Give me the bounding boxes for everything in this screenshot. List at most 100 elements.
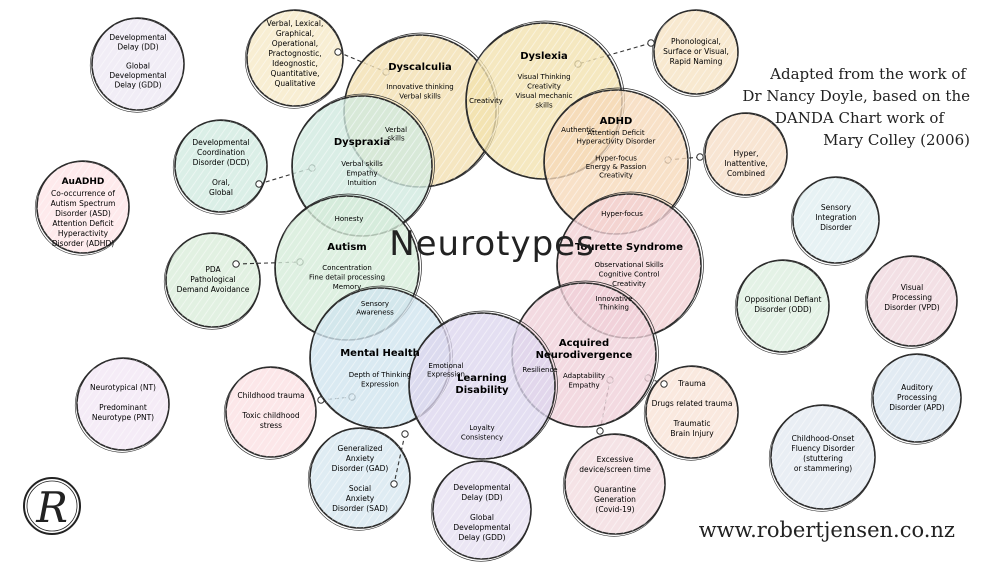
bubble-text: Quantitative,	[270, 69, 319, 78]
bubble-text: (stuttering	[803, 454, 843, 463]
bubble-hatch	[654, 10, 738, 94]
bubble-hatch	[646, 366, 738, 458]
overlap-label: Verbal	[385, 126, 407, 134]
overlap-label: Expression	[427, 371, 465, 379]
bubble-text: Neurotypical (NT)	[90, 383, 156, 392]
bubble-sketch	[244, 10, 344, 109]
bubble-text: Qualitative	[274, 79, 315, 88]
bubble-text: Processing	[892, 293, 932, 302]
overlap-label: skills	[387, 135, 405, 143]
title-learning: Disability	[455, 385, 509, 396]
trait-acquired: Empathy	[568, 382, 599, 390]
overlap-label: Sensory	[361, 300, 389, 308]
connector-dot	[696, 153, 704, 161]
bubble-dyscalculia-types: Verbal, Lexical,Graphical,Operational,Pr…	[244, 9, 344, 109]
bubble-text: Ideognostic,	[272, 59, 318, 68]
trait-mental_health: Expression	[361, 381, 399, 389]
trait-learning: Consistency	[461, 434, 503, 442]
trait-tourette: Cognitive Control	[599, 271, 660, 279]
trait-dyslexia: skills	[535, 102, 553, 110]
bubble-text: Toxic childhood	[241, 411, 299, 420]
trait-dyslexia: Creativity	[527, 83, 561, 91]
bubble-hatch	[226, 367, 316, 457]
bubble-text: Disorder	[820, 223, 853, 232]
bubble-text: Integration	[815, 213, 857, 222]
trait-acquired: Adaptability	[563, 372, 605, 380]
title-acquired: Acquired	[559, 338, 609, 349]
overlap-label: Emotional	[428, 362, 463, 370]
label-acquired: AcquiredNeurodivergenceAdaptabilityEmpat…	[536, 338, 633, 390]
bubble-text: Graphical,	[276, 29, 314, 38]
bubble-text: Inattentive,	[724, 159, 767, 168]
bubble-text: Verbal, Lexical,	[267, 19, 324, 28]
bubble-sketch	[430, 461, 532, 562]
connector-line	[393, 433, 406, 485]
bubble-text: Delay (DD)	[117, 43, 158, 52]
bubble-sketch	[74, 358, 170, 453]
trait-adhd: Hyper-focus	[595, 155, 637, 163]
bubble-hatch	[705, 113, 787, 195]
bubble-hatch	[873, 354, 961, 442]
logo-letter: R	[35, 483, 68, 532]
title-dyscalculia: Dyscalculia	[388, 62, 452, 73]
bubble-text: Surface or Visual,	[663, 47, 729, 56]
bubble-text: Fluency Disorder	[791, 444, 855, 453]
bubble-hatch	[565, 434, 665, 534]
bubble-text: or stammering)	[794, 464, 852, 473]
bubble-text: Disorder (ODD)	[754, 305, 812, 314]
bubble-text: Rapid Naming	[670, 57, 723, 66]
bubble-text: Delay (GDD)	[114, 81, 161, 90]
bubble-text: Practognostic,	[268, 49, 321, 58]
bubble-sketch	[307, 428, 411, 531]
bubble-text: stress	[260, 421, 282, 430]
bubble-text: Global	[209, 188, 233, 197]
connector-dot	[334, 48, 342, 56]
bubble-text: Pathological	[190, 275, 235, 284]
bubble-text: Anxiety	[346, 494, 375, 503]
bubble-text: Developmental	[453, 483, 510, 492]
title-autism: Autism	[327, 242, 366, 253]
bubble-text: Disorder (APD)	[889, 403, 945, 412]
bubble-text: Oral,	[212, 178, 230, 187]
bubble-text: Combined	[727, 169, 765, 178]
bubble-text: device/screen time	[579, 465, 651, 474]
bubble-sketch	[864, 256, 958, 349]
bubble-sketch	[223, 367, 317, 460]
connector-dot	[647, 39, 655, 47]
trait-dyslexia: Visual mechanic	[515, 92, 572, 100]
bubble-text: PDA	[205, 265, 221, 274]
bubble-text: Oppositional Defiant	[745, 295, 822, 304]
attribution: Adapted from the work of Dr Nancy Doyle,…	[742, 65, 970, 149]
bubble-hatch	[175, 120, 267, 212]
bubble-text: Disorder (DCD)	[193, 158, 250, 167]
hatch-learning	[409, 313, 555, 459]
bubble-text: Demand Avoidance	[177, 285, 250, 294]
bubble-text: Excessive	[597, 455, 634, 464]
bubble-text: Hyperactivity	[58, 229, 109, 238]
outer-bubbles: Developmental Delay (DD) GlobalDevelopment…	[34, 9, 962, 562]
website-url[interactable]: www.robertjensen.co.nz	[699, 518, 955, 542]
bubble-text: Processing	[897, 393, 937, 402]
bubble-hatch	[867, 256, 957, 346]
bubble-text: Generalized	[338, 444, 383, 453]
trait-dyslexia: Visual Thinking	[517, 73, 570, 81]
overlap-label: Awareness	[356, 309, 394, 317]
title-tourette: Tourette Syndrome	[575, 242, 683, 253]
trait-adhd: Hyperactivity Disorder	[577, 138, 656, 146]
center-title: Neurotypes	[389, 224, 595, 264]
